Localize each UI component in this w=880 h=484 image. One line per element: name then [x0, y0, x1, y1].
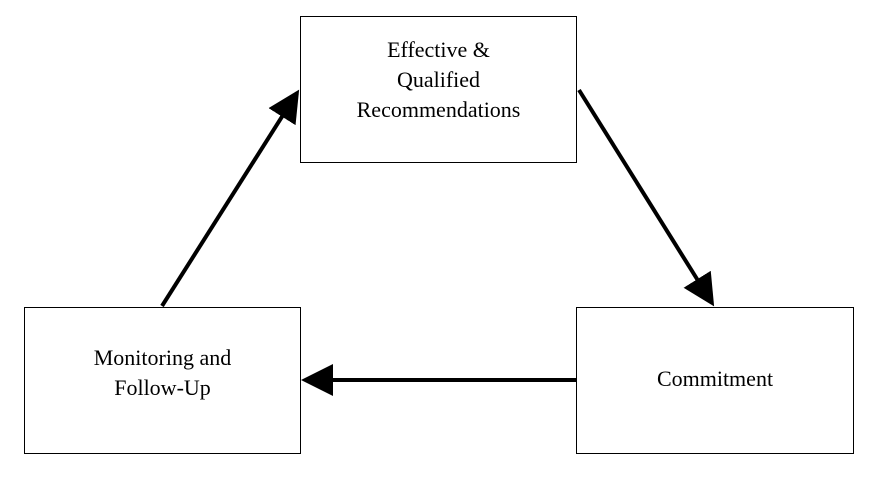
node-label: Monitoring and Follow-Up	[93, 344, 232, 400]
arrow-recommendations-to-commitment	[577, 88, 715, 307]
arrow-monitoring-to-recommendations	[160, 89, 300, 308]
node-label: Effective & Qualified Recommendations	[356, 36, 521, 122]
node-effective-recommendations: Effective & Qualified Recommendations	[300, 16, 577, 163]
node-commitment: Commitment	[576, 307, 854, 454]
node-monitoring-follow-up: Monitoring and Follow-Up	[24, 307, 301, 454]
node-label: Commitment	[656, 365, 774, 391]
